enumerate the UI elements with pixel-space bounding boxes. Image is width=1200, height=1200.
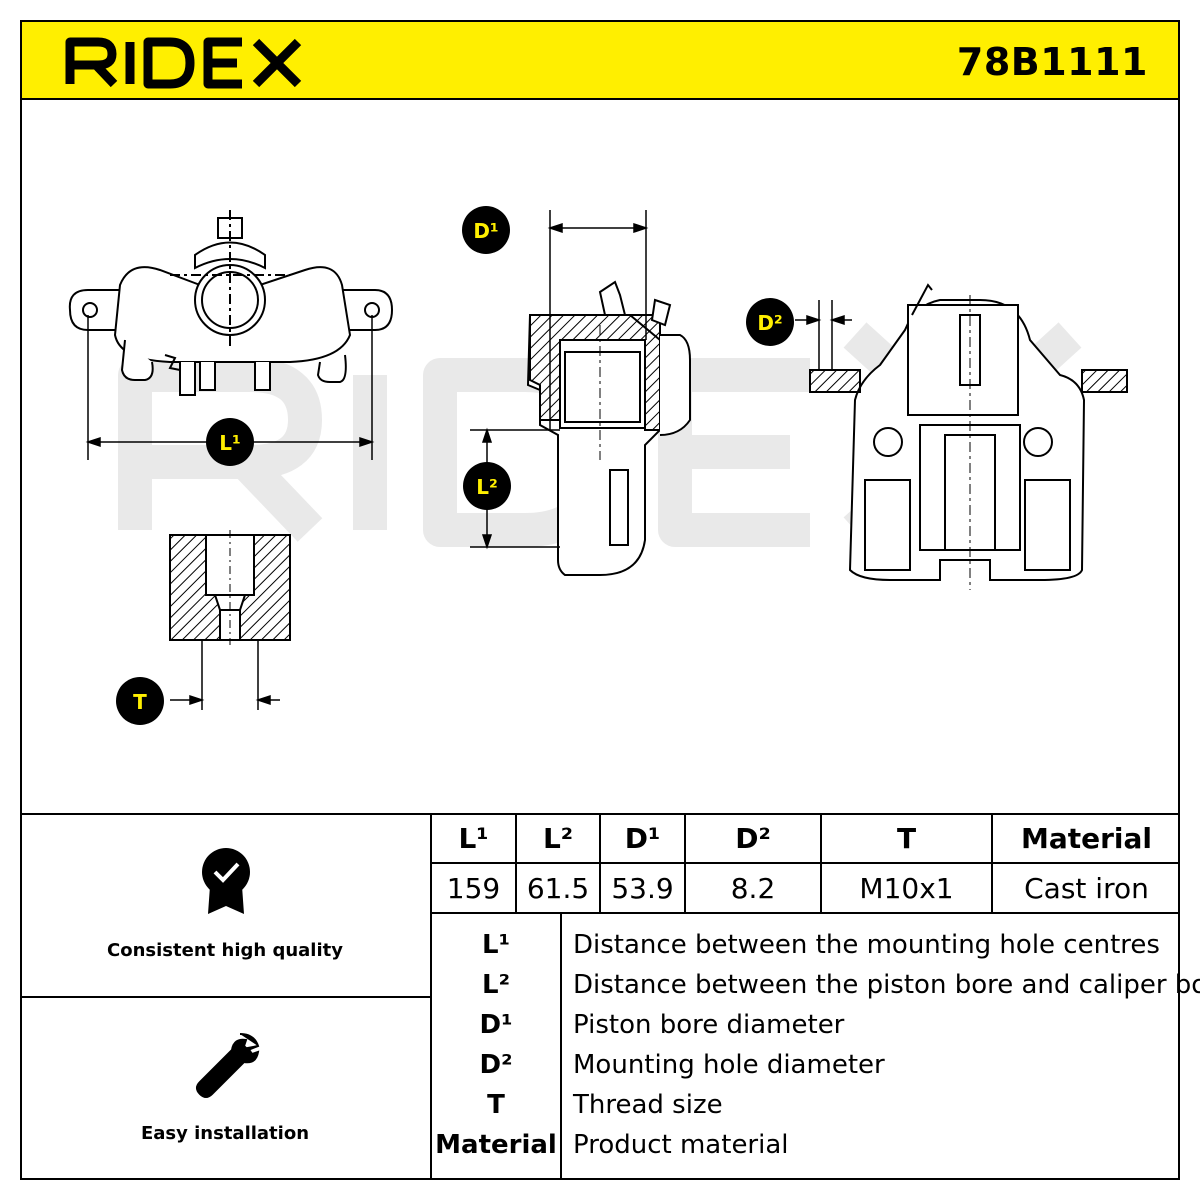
spec-value-l1: 159	[446, 871, 501, 905]
t-dimension-line	[170, 640, 280, 710]
spec-col-divider	[820, 815, 822, 913]
legend-text-d1: Piston bore diameter	[573, 1010, 845, 1040]
spec-value-material: Cast iron	[1024, 871, 1149, 905]
legend-text-material: Product material	[573, 1130, 789, 1160]
feature-label-installation: Easy installation	[140, 1123, 310, 1144]
legend-symbol-d2: D²	[479, 1050, 513, 1080]
spec-value-t: M10x1	[859, 871, 954, 905]
legend-symbol-l1: L¹	[482, 930, 510, 960]
svg-text:D¹: D¹	[473, 219, 498, 243]
part-number: 78B1111	[956, 40, 1148, 84]
legend-text-d2: Mounting hole diameter	[573, 1050, 885, 1080]
spec-header-material: Material	[1020, 822, 1153, 855]
legend-symbol-material: Material	[435, 1130, 557, 1160]
caliper-front-view	[809, 283, 1128, 590]
svg-text:L¹: L¹	[219, 431, 241, 455]
svg-text:D²: D²	[757, 311, 782, 335]
spec-col-divider	[684, 815, 686, 913]
legend-divider	[560, 914, 562, 1180]
quality-badge-icon	[202, 848, 250, 914]
spec-value-d1: 53.9	[611, 871, 674, 905]
caliper-technical-drawing: L¹ T	[68, 206, 1128, 725]
caliper-top-view	[68, 210, 394, 396]
legend-symbol-l2: L²	[482, 970, 510, 1000]
d1-dimension-line	[547, 210, 649, 430]
legend-text-l2: Distance between the piston bore and cal…	[573, 970, 1200, 1000]
svg-text:T: T	[133, 690, 147, 714]
spec-header-d1: D¹	[624, 822, 661, 855]
spec-col-divider	[991, 815, 993, 913]
d2-dimension-line	[795, 300, 852, 370]
spec-header-l1: L¹	[458, 822, 489, 855]
spec-table-bottom	[432, 912, 1180, 914]
spec-value-l2: 61.5	[526, 871, 590, 905]
spec-header-d2: D²	[735, 822, 771, 855]
spec-col-divider	[515, 815, 517, 913]
feature-label-quality: Consistent high quality	[107, 940, 343, 961]
d2-callout: D²	[746, 298, 794, 346]
spec-header-t: T	[896, 822, 917, 855]
d1-callout: D¹	[462, 206, 510, 254]
ridex-logo	[65, 37, 302, 89]
legend-text-t: Thread size	[573, 1090, 723, 1120]
spec-value-d2: 8.2	[730, 871, 776, 905]
t-callout: T	[116, 677, 164, 725]
legend-symbol-t: T	[487, 1090, 505, 1120]
thread-section-view	[169, 530, 291, 645]
section-divider	[20, 813, 1180, 815]
caliper-section-view	[526, 280, 691, 576]
svg-text:L²: L²	[476, 475, 498, 499]
wrench-icon	[196, 1033, 260, 1098]
l1-dimension-line	[85, 315, 375, 460]
feature-divider	[20, 996, 432, 998]
legend-symbol-d1: D¹	[479, 1010, 513, 1040]
spec-header-l2: L²	[542, 822, 574, 855]
legend-text-l1: Distance between the mounting hole centr…	[573, 930, 1160, 960]
l2-callout: L²	[463, 462, 511, 510]
header-bar: 78B1111	[20, 20, 1180, 100]
l1-callout: L¹	[206, 418, 254, 466]
spec-header-divider	[432, 862, 1180, 864]
spec-col-divider	[599, 815, 601, 913]
